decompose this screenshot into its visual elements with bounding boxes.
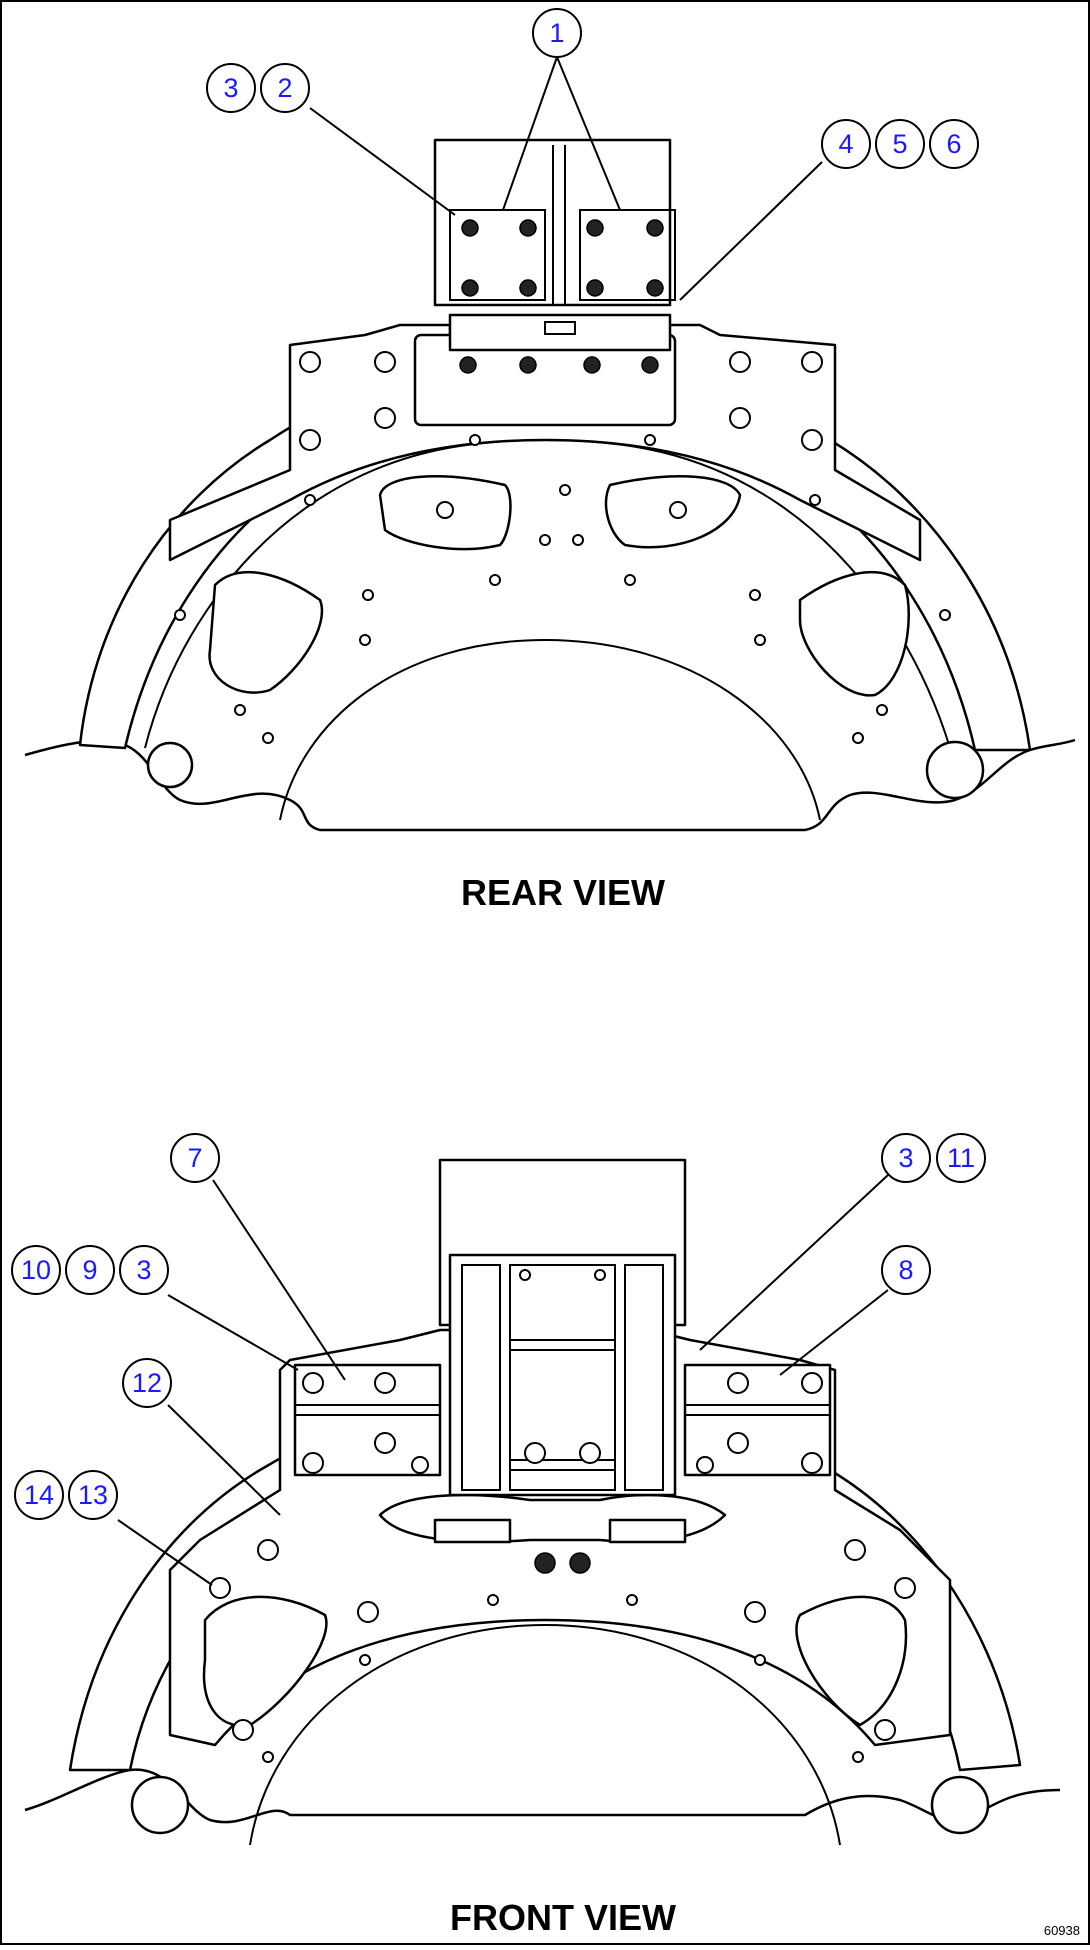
rear-mounting-plate [168, 323, 922, 562]
svg-text:10: 10 [21, 1255, 51, 1285]
callout-5: 5 [875, 119, 925, 169]
svg-text:5: 5 [892, 129, 907, 159]
callout-8: 8 [881, 1245, 931, 1295]
rear-slot-lower-left [208, 570, 324, 694]
callout-3-front-right: 3 [881, 1133, 931, 1183]
svg-text:8: 8 [898, 1255, 913, 1285]
svg-text:2: 2 [277, 73, 292, 103]
svg-text:12: 12 [132, 1368, 162, 1398]
svg-text:3: 3 [898, 1143, 913, 1173]
rear-dowel-right [925, 740, 985, 800]
front-bore [249, 1623, 841, 1846]
rear-dowel-left [146, 741, 194, 789]
rear-clamp-left [449, 209, 546, 301]
front-slot-right [795, 1595, 908, 1727]
rear-view-title: REAR VIEW [461, 872, 665, 913]
front-foot-right [608, 1518, 687, 1544]
front-dowel-left [130, 1775, 190, 1835]
callout-11: 11 [936, 1133, 986, 1183]
rear-clamp-right [579, 209, 676, 301]
svg-text:6: 6 [946, 129, 961, 159]
svg-text:13: 13 [78, 1480, 108, 1510]
rear-leaders [309, 56, 823, 301]
svg-text:11: 11 [947, 1143, 975, 1173]
svg-text:7: 7 [187, 1143, 202, 1173]
callout-13: 13 [68, 1470, 118, 1520]
rear-base-slot [544, 321, 576, 335]
callout-7: 7 [170, 1133, 220, 1183]
rear-base-plate [448, 313, 672, 352]
callout-4: 4 [821, 119, 871, 169]
front-dowel-right [930, 1775, 990, 1835]
callout-1: 1 [532, 8, 582, 58]
rear-plate-bolts [174, 351, 951, 744]
callout-2: 2 [260, 63, 310, 113]
callout-10: 10 [11, 1245, 61, 1295]
callout-6: 6 [929, 119, 979, 169]
front-foot-left [433, 1518, 512, 1544]
front-view-drawing [24, 1158, 1061, 1846]
callout-3-front-left: 3 [119, 1245, 169, 1295]
rear-clamp-bolts [459, 219, 664, 374]
rear-slot-lower-right [798, 570, 910, 697]
rear-view-drawing [24, 138, 1076, 832]
front-leaders [117, 1174, 889, 1586]
svg-text:3: 3 [136, 1255, 151, 1285]
callout-12: 12 [122, 1358, 172, 1408]
callout-14: 14 [14, 1470, 64, 1520]
rear-bore [279, 638, 821, 821]
front-bolts [209, 1269, 916, 1763]
svg-text:9: 9 [82, 1255, 97, 1285]
front-view-title: FRONT VIEW [450, 1897, 676, 1938]
front-mount-frame [448, 1253, 677, 1497]
svg-text:1: 1 [549, 18, 564, 48]
callout-3-rear: 3 [206, 63, 256, 113]
figure-code: 60938 [1044, 1923, 1080, 1938]
rear-ground-curve [24, 738, 1076, 832]
callout-9: 9 [65, 1245, 115, 1295]
front-slot-left [202, 1595, 328, 1727]
svg-text:4: 4 [838, 129, 853, 159]
svg-text:3: 3 [223, 73, 238, 103]
svg-text:14: 14 [24, 1480, 54, 1510]
